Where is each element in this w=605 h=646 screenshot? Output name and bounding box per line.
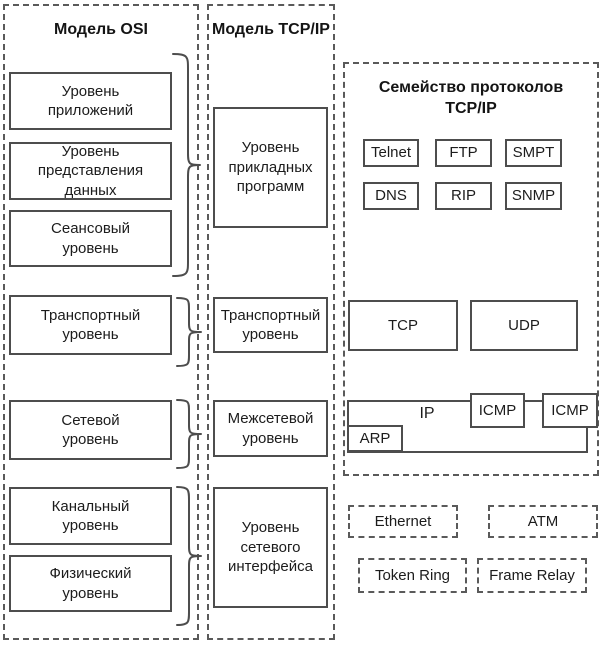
protocol-icmp-left: ICMP	[470, 393, 525, 428]
tcpip-panel-title: Модель TCP/IP	[212, 21, 330, 38]
protocol-telnet: Telnet	[363, 139, 419, 167]
protocol-snmp: SNMP	[505, 182, 562, 210]
osi-layer-network: Сетевой уровень	[9, 400, 172, 460]
tech-frame-relay: Frame Relay	[477, 558, 587, 593]
tech-ethernet: Ethernet	[348, 505, 458, 538]
osi-panel-title: Модель OSI	[54, 21, 148, 38]
panel-protocol-family	[343, 62, 599, 476]
osi-layer-presentation: Уровень представления данных	[9, 142, 172, 200]
tcpip-layer-transport: Транспортный уровень	[213, 297, 328, 353]
protocol-udp: UDP	[470, 300, 578, 351]
tech-token-ring: Token Ring	[358, 558, 467, 593]
tcpip-layer-application: Уровень прикладных программ	[213, 107, 328, 228]
protocol-rip: RIP	[435, 182, 492, 210]
panel-osi	[3, 4, 199, 640]
osi-layer-transport: Транспортный уровень	[9, 295, 172, 355]
tcpip-layer-internet: Межсетевой уровень	[213, 400, 328, 457]
osi-layer-datalink: Канальный уровень	[9, 487, 172, 545]
protocol-smpt: SMPT	[505, 139, 562, 167]
brace-link-physical-icon	[176, 486, 202, 626]
brace-network-icon	[176, 399, 202, 469]
brace-application-group-icon	[172, 53, 201, 277]
protocol-arp: ARP	[347, 425, 403, 452]
osi-layer-session: Сеансовый уровень	[9, 210, 172, 267]
tcpip-layer-network-interface: Уровень сетевого интерфейса	[213, 487, 328, 608]
protocol-family-title: Семейство протоколов TCP/IP	[378, 79, 564, 117]
protocol-ftp: FTP	[435, 139, 492, 167]
protocol-icmp-right: ICMP	[542, 393, 598, 428]
panel-tcpip	[207, 4, 335, 640]
protocol-tcp: TCP	[348, 300, 458, 351]
brace-transport-icon	[176, 297, 202, 367]
protocol-ip-label: IP	[419, 405, 435, 422]
osi-layer-physical: Физический уровень	[9, 555, 172, 612]
protocol-dns: DNS	[363, 182, 419, 210]
tech-atm: ATM	[488, 505, 598, 538]
osi-layer-application: Уровень приложений	[9, 72, 172, 130]
